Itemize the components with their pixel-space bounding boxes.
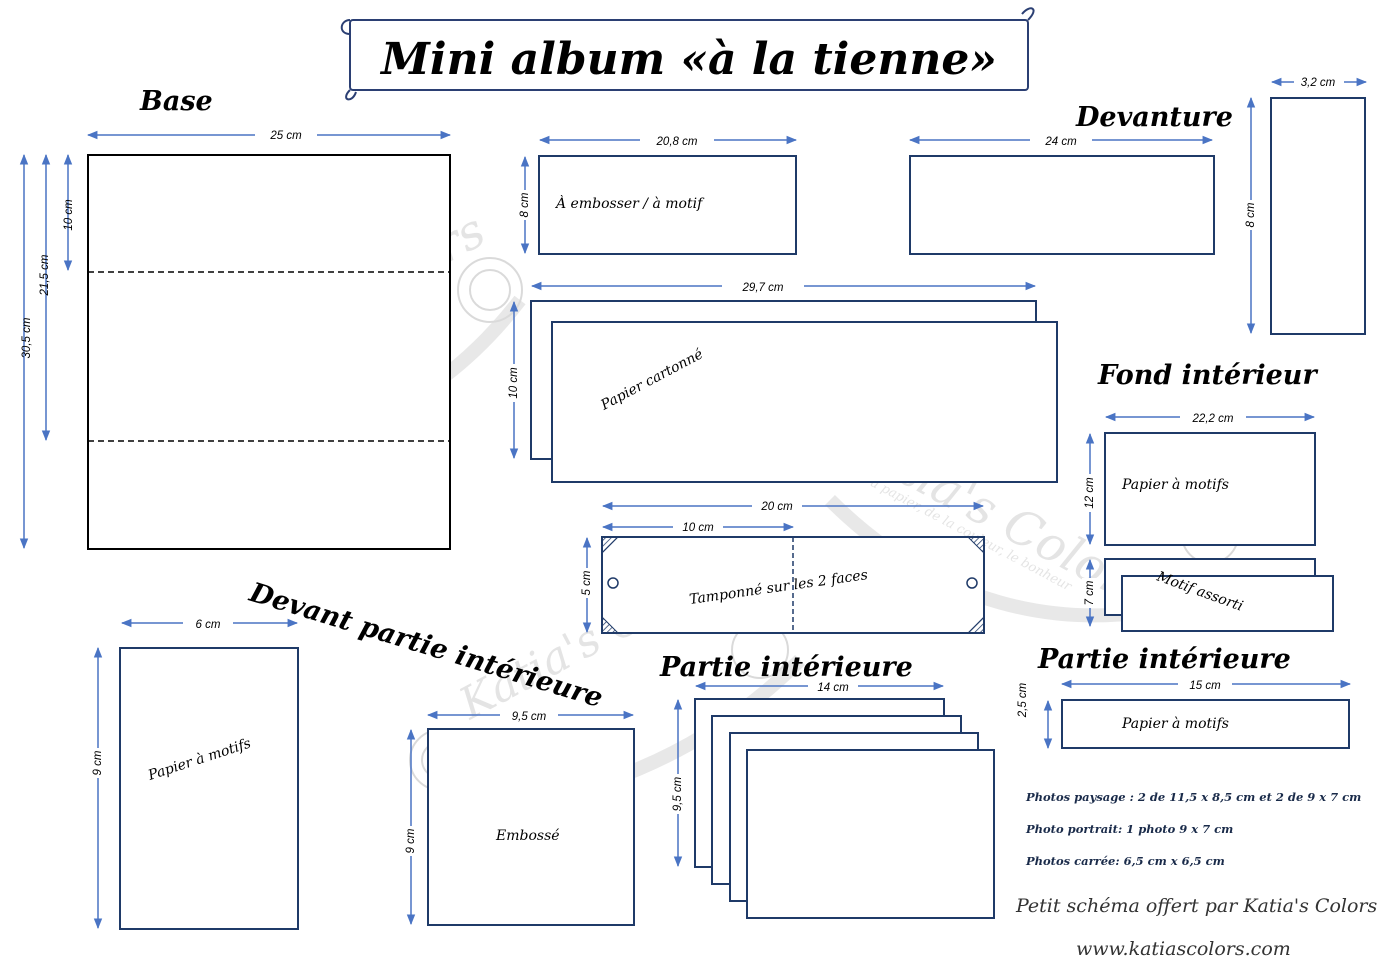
note-line: Photo portrait: 1 photo 9 x 7 cm (1025, 822, 1233, 836)
dim-partie-2-height: 2,5 cm (1017, 682, 1029, 718)
dim-devanture-1-width: 20,8 cm (656, 136, 698, 148)
dim-fond-2-height: 7 cm (1084, 580, 1096, 605)
dim-devant-1-height: 9 cm (92, 750, 104, 775)
heading-partie-2: Partie intérieure (1037, 644, 1291, 675)
piece-devanture-1 (538, 155, 797, 255)
piece-fond-2-front (1121, 575, 1334, 632)
section-devant: Devant partie intérieure 6 cm 9 cm Papie… (90, 577, 635, 930)
title-banner: Mini album «à la tienne» (340, 7, 1035, 101)
dim-devanture-3-width: 3,2 cm (1301, 77, 1336, 89)
page-title: Mini album «à la tienne» (379, 34, 997, 85)
eyelet-icon (607, 577, 619, 589)
credit-line: Petit schéma offert par Katia's Colors (1015, 895, 1377, 917)
note-line: Photos carrée: 6,5 cm x 6,5 cm (1025, 854, 1225, 868)
piece-partie-2 (1061, 699, 1350, 749)
dim-devant-2-width: 9,5 cm (512, 711, 547, 723)
dim-carton-height: 10 cm (508, 367, 520, 399)
piece-devant-2 (427, 728, 635, 926)
label-fond-1: Papier à motifs (1121, 477, 1229, 493)
dim-strip-height: 5 cm (581, 570, 593, 595)
piece-devant-1 (119, 647, 299, 930)
dim-partie-1-height: 9,5 cm (672, 776, 684, 811)
piece-devanture-2 (909, 155, 1215, 255)
piece-devanture-3 (1270, 97, 1366, 335)
label-devant-2: Embossé (495, 828, 560, 844)
dim-strip-half-width: 10 cm (682, 522, 714, 534)
piece-fond-1 (1104, 432, 1316, 546)
dim-partie-1-width: 14 cm (817, 682, 849, 694)
dim-base-mid-height: 21,5 cm (39, 254, 51, 296)
dim-strip-width: 20 cm (760, 501, 793, 513)
credit-website: www.katiascolors.com (1076, 938, 1291, 960)
dim-base-top-height: 10 cm (63, 199, 75, 231)
partie-card-4 (746, 749, 995, 919)
credit: Petit schéma offert par Katia's Colors w… (1015, 895, 1377, 960)
dim-partie-2-width: 15 cm (1189, 680, 1221, 692)
note-line: Photos paysage : 2 de 11,5 x 8,5 cm et 2… (1025, 790, 1361, 804)
section-base: Base 25 cm 30,5 cm 21,5 cm 10 cm (19, 86, 452, 550)
dim-devanture-2-width: 24 cm (1044, 136, 1077, 148)
section-fond: Fond intérieur 22,2 cm 12 cm Papier à mo… (1082, 360, 1334, 632)
dim-fond-1-height: 12 cm (1084, 477, 1096, 509)
notes: Photos paysage : 2 de 11,5 x 8,5 cm et 2… (1025, 790, 1361, 868)
dim-base-width: 25 cm (269, 130, 302, 142)
section-partie-2: Partie intérieure 15 cm 2,5 cm Papier à … (1017, 644, 1352, 750)
heading-partie-1: Partie intérieure (659, 652, 913, 683)
label-partie-2: Papier à motifs (1121, 716, 1229, 732)
piece-carton-front (551, 321, 1058, 483)
section-devanture: Devanture 20,8 cm 8 cm À embosser / à mo… (506, 74, 1368, 634)
dim-carton-width: 29,7 cm (742, 282, 784, 294)
heading-fond: Fond intérieur (1097, 360, 1318, 391)
eyelet-icon (966, 577, 978, 589)
dim-base-total-height: 30,5 cm (21, 317, 33, 358)
dim-devanture-1-height: 8 cm (519, 192, 531, 217)
dim-devant-2-height: 9 cm (405, 828, 417, 853)
dim-fond-1-width: 22,2 cm (1192, 413, 1234, 425)
heading-base: Base (139, 86, 213, 117)
dim-devant-1-width: 6 cm (196, 619, 221, 631)
label-devanture-1: À embosser / à motif (554, 194, 705, 212)
piece-base (87, 154, 451, 550)
dim-devanture-3-height: 8 cm (1245, 202, 1257, 227)
heading-devanture: Devanture (1075, 102, 1233, 133)
section-partie-1: Partie intérieure 14 cm 9,5 cm (659, 652, 995, 919)
